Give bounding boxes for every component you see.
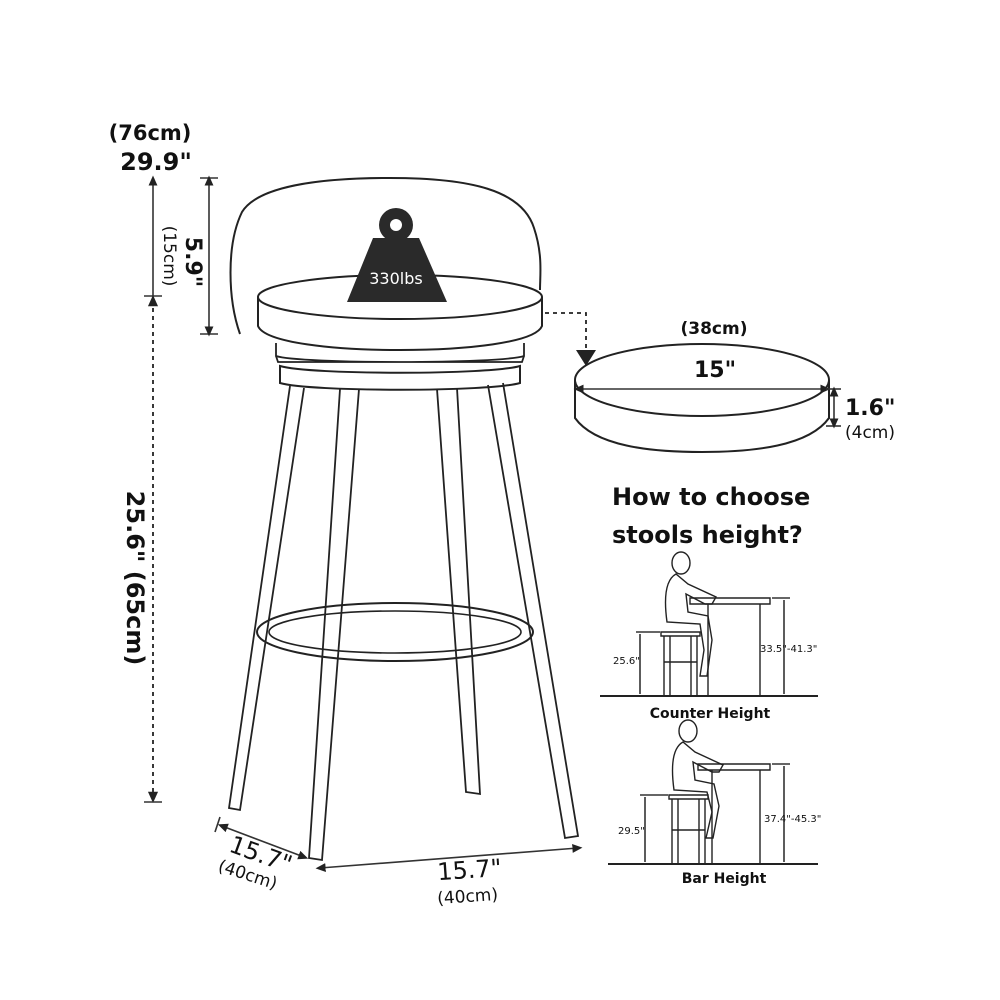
bar-seat-height: 29.5" xyxy=(618,826,645,837)
cushion-diameter-in: 15" xyxy=(694,358,736,383)
bar-table-height: 37.4"-45.3" xyxy=(764,814,821,825)
back-height-cm: (15cm) xyxy=(159,226,179,287)
stool-seat-side xyxy=(257,297,543,352)
counter-table-height: 33.5"-41.3" xyxy=(760,644,817,655)
width-in: 15.7" xyxy=(436,854,502,886)
bar-table xyxy=(697,763,771,864)
stool-footrest-inner xyxy=(268,610,522,654)
seat-height-label: 25.6" (65cm) xyxy=(121,491,149,666)
weight-icon xyxy=(347,238,447,302)
backrest-height-dimension: 5.9" (15cm) xyxy=(159,175,218,337)
counter-height-caption: Counter Height xyxy=(650,706,771,722)
stool-leg-back-right xyxy=(487,382,580,840)
total-height-in: 29.9" xyxy=(120,148,192,176)
cushion-diameter-cm: (38cm) xyxy=(681,319,748,339)
total-height-cm: (76cm) xyxy=(109,121,192,145)
counter-stool xyxy=(660,631,701,696)
counter-person-icon xyxy=(664,551,717,677)
bar-person-icon xyxy=(671,719,724,839)
stool-leg-front-left xyxy=(308,388,360,862)
seat-height-dimension: 25.6" (65cm) xyxy=(121,294,162,804)
counter-table xyxy=(689,597,771,696)
bar-stool xyxy=(668,794,709,864)
stool-leg-front-right xyxy=(436,387,481,796)
detail-pointer xyxy=(545,312,587,352)
total-height-dimension: (76cm) 29.9" xyxy=(109,121,192,297)
seat-cushion-detail: (38cm) 15" 1.6" (4cm) xyxy=(545,312,895,454)
stool-leg-back-left xyxy=(227,385,305,812)
counter-height-figure: 25.6" 33.5"-41.3" xyxy=(600,551,818,697)
stool-backrest xyxy=(229,176,542,335)
weight-capacity-text: 330lbs xyxy=(369,269,422,288)
height-guide-heading-line1: How to choose xyxy=(612,483,811,511)
cushion-thickness-in: 1.6" xyxy=(845,396,895,421)
counter-seat-height: 25.6" xyxy=(613,656,640,667)
cushion-thickness-cm: (4cm) xyxy=(845,423,895,443)
detail-arrow-icon xyxy=(576,350,596,366)
width-dimension: 15.7" (40cm) xyxy=(315,843,583,909)
bar-height-caption: Bar Height xyxy=(682,871,767,887)
height-guide-heading-line2: stools height? xyxy=(612,521,803,549)
stool-footrest-outer xyxy=(256,602,534,662)
stool-frame-ring xyxy=(279,364,521,391)
width-cm: (40cm) xyxy=(437,885,499,909)
cushion-side xyxy=(574,380,830,454)
height-guide-heading: How to choose stools height? xyxy=(612,478,912,554)
bar-height-figure: 29.5" 37.4"-45.3" xyxy=(608,719,821,865)
stool-swivel-base xyxy=(275,343,525,363)
weight-capacity-badge: 330lbs xyxy=(347,208,447,302)
depth-dimension: 15.7" (40cm) xyxy=(214,816,309,894)
back-height-in: 5.9" xyxy=(180,237,205,287)
bar-stool-drawing xyxy=(227,176,580,862)
